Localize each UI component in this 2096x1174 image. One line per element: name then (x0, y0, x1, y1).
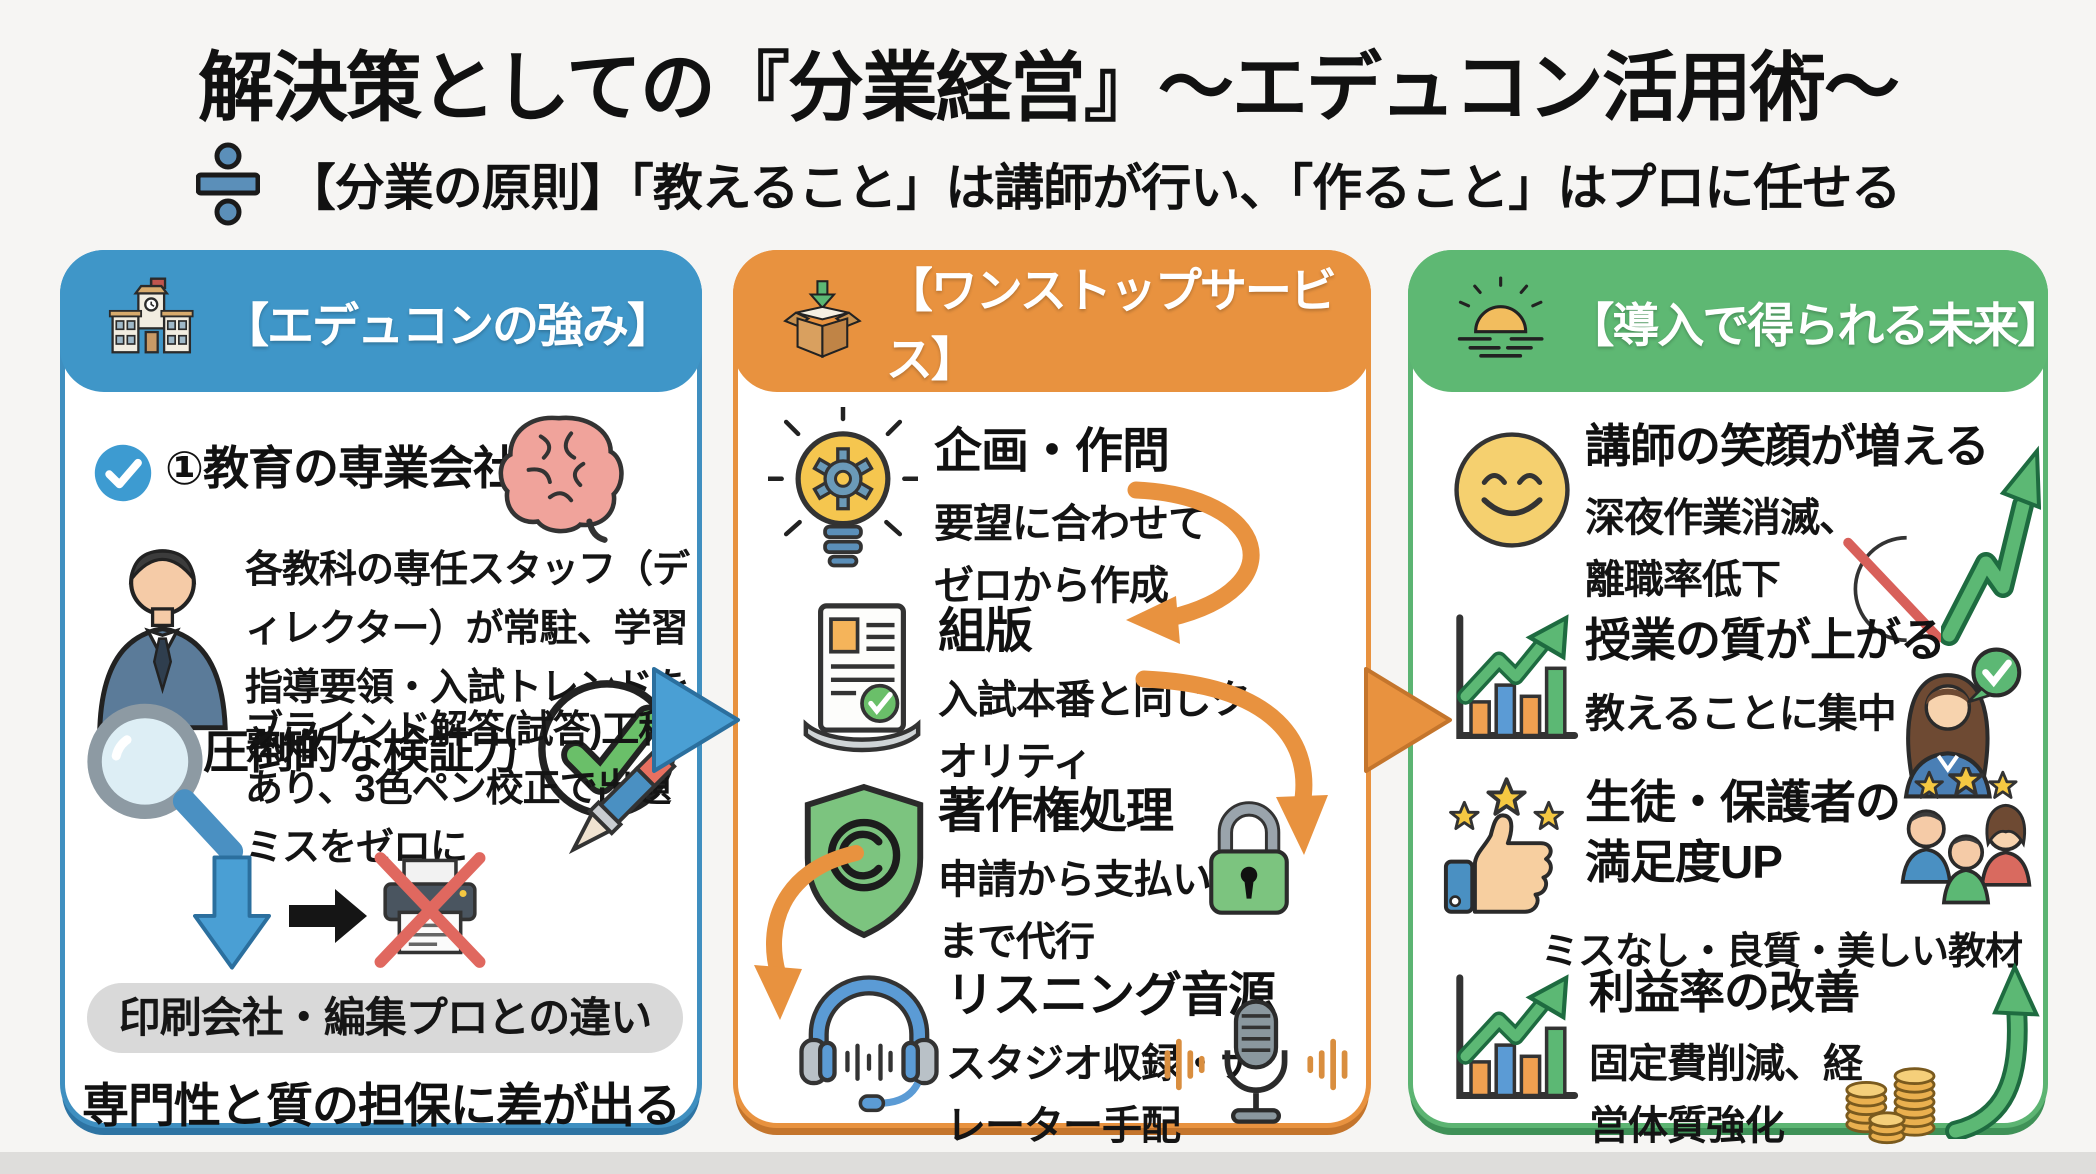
strengths-item2-title: ②圧倒的な検証力 (165, 726, 519, 778)
microphone-icon (1164, 999, 1348, 1124)
future-item4-desc: 固定費削減、経営体質強化 (1589, 1042, 1863, 1148)
bar-chart-icon (1456, 614, 1579, 739)
services-item2-title: 組版 (938, 605, 1033, 658)
thumbs-up-stars-icon (1443, 777, 1564, 914)
padlock-icon (1209, 801, 1289, 915)
curved-up-arrow-icon (1945, 962, 2040, 1139)
services-header: 【ワンストップサービス】 (733, 250, 1371, 392)
strengths-card: 【エデュコンの強み】 ①教育の専業会社 各教科の専任スタッフ（ディレクター）が常 (60, 250, 702, 1132)
school-icon (108, 277, 194, 354)
right-arrow-icon (289, 889, 367, 943)
future-item4-title: 利益率の改善 (1589, 966, 1860, 1018)
curved-arrow-down (1135, 670, 1328, 855)
page-title: 解決策としての『分業経営』～エデュコン活用術～ (198, 46, 1900, 131)
page-subtitle: 【分業の原則】「教えること」は講師が行い、「作ること」はプロに任せる (285, 160, 1901, 216)
future-item3-title: 生徒・保護者の満足度UP (1585, 776, 1901, 888)
moon-crossed-icon (1843, 535, 1944, 643)
lightbulb-gear-icon (768, 407, 918, 568)
services-item4-desc: スタジオ収録・ナレーター手配 (946, 1042, 1259, 1148)
division-icon (195, 142, 260, 226)
magnifier-icon (87, 703, 244, 864)
services-item4-title: リスニング音源 (946, 969, 1276, 1022)
curved-arrow-right-down (1126, 481, 1260, 644)
family-stars-icon (1900, 767, 2032, 905)
future-item3-desc: ミスなし・良質・美しい教材 (1541, 931, 2023, 973)
future-item1-desc: 深夜作業消滅、離職率低下 (1585, 496, 1859, 602)
future-item1-title: 講師の笑顔が増える (1585, 420, 1990, 472)
services-item3-desc: 申請から支払いまで代行 (938, 858, 1212, 964)
strengths-header: 【エデュコンの強み】 (60, 250, 702, 392)
orange-right-flow-arrow (1364, 667, 1452, 773)
strengths-note: 専門性と質の担保に差が出る (82, 1079, 681, 1132)
document-check-icon (803, 603, 921, 753)
services-item3-title: 著作権処理 (938, 785, 1174, 838)
down-arrow-icon (193, 855, 271, 970)
strengths-header-label: 【エデュコンの強み】 (222, 298, 674, 352)
brain-icon (498, 415, 624, 543)
future-item2-desc: 教えることに集中 (1585, 692, 1897, 736)
curved-arrow-left-down (754, 845, 864, 1020)
sunrise-icon (1457, 276, 1544, 358)
bar-chart-icon (1456, 974, 1579, 1099)
blue-right-flow-arrow (652, 667, 740, 773)
subtitle-row: 【分業の原則】「教えること」は講師が行い、「作ること」はプロに任せる (0, 142, 2096, 226)
check-circle-icon (94, 444, 152, 502)
strengths-item1-title: ①教育の専業会社 (165, 442, 519, 494)
services-item2-desc: 入試本番と同じクオリティ (938, 678, 1251, 784)
strengths-pill: 印刷会社・編集プロとの違い (87, 983, 683, 1053)
services-header-label: 【ワンストップサービス】 (885, 264, 1337, 386)
printer-crossed-icon (374, 852, 486, 968)
smiley-icon (1454, 432, 1570, 548)
teacher-check-icon (1903, 647, 2022, 799)
future-header: 【導入で得られる未来】 (1408, 250, 2064, 392)
director-avatar-icon (97, 549, 228, 731)
future-item2-title: 授業の質が上がる (1585, 614, 1946, 666)
services-card: 【ワンストップサービス】 (733, 250, 1371, 1148)
bottom-strip (0, 1152, 2096, 1174)
headphones-icon (799, 975, 939, 1113)
future-card: 【導入で得られる未来】 講師の笑顔が増える 深夜作業消滅、離職率低下 (1408, 250, 2064, 1148)
services-item1-title: 企画・作問 (934, 425, 1170, 478)
zigzag-up-arrow-icon (1941, 445, 2041, 646)
future-header-label: 【導入で得られる未来】 (1567, 298, 2064, 352)
services-item1-desc: 要望に合わせてゼロから作成 (934, 502, 1208, 608)
coins-icon (1845, 1067, 1936, 1145)
open-box-icon (783, 280, 862, 359)
